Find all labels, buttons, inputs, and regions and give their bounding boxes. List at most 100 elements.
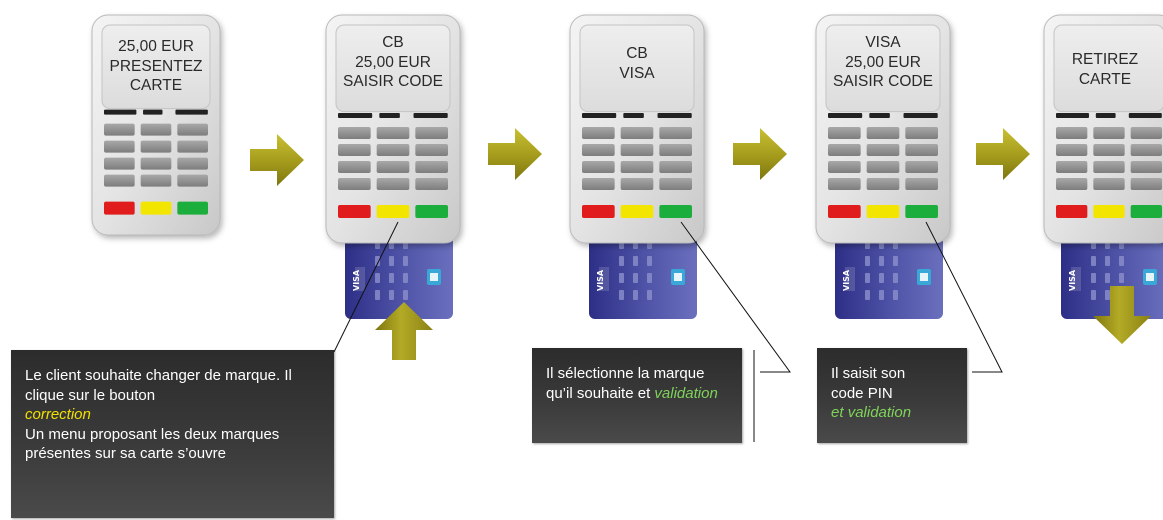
keypad-key bbox=[376, 161, 410, 174]
terminal-4 bbox=[815, 14, 951, 244]
card-digit bbox=[633, 290, 638, 300]
correction-button bbox=[866, 205, 900, 219]
keypad-key bbox=[828, 144, 861, 157]
card-digit bbox=[1091, 290, 1096, 300]
card-digit bbox=[633, 273, 638, 283]
screen-line: PRESENTEZ bbox=[109, 57, 203, 75]
card-digit bbox=[1091, 256, 1096, 266]
card-body bbox=[835, 229, 943, 319]
keypad-key bbox=[828, 161, 861, 174]
keypad-key bbox=[905, 144, 938, 157]
keypad-key bbox=[866, 144, 900, 157]
keypad-key bbox=[1093, 144, 1125, 157]
keypad-key bbox=[620, 144, 654, 157]
card-brand-band bbox=[599, 267, 609, 291]
callout-pin-entry: Il saisit son code PIN et validation bbox=[817, 348, 967, 443]
connector-select bbox=[680, 221, 791, 373]
card-chip-inner bbox=[1146, 273, 1154, 281]
keypad-key bbox=[828, 178, 861, 191]
keypad-key bbox=[905, 161, 938, 174]
keypad-key bbox=[1056, 144, 1088, 157]
keypad-key bbox=[1130, 144, 1162, 157]
screen-line: CARTE bbox=[129, 77, 183, 94]
card-digit bbox=[647, 256, 652, 266]
card-digit bbox=[403, 273, 408, 283]
keypad-key bbox=[582, 161, 615, 174]
keypad-key bbox=[177, 123, 208, 136]
flow-arrow-4 bbox=[976, 128, 1030, 180]
keypad-key bbox=[582, 178, 615, 191]
card-body bbox=[1061, 229, 1163, 319]
keypad-key bbox=[338, 178, 371, 191]
card-digit bbox=[389, 256, 394, 266]
keypad-key bbox=[1093, 161, 1125, 174]
correction-button bbox=[1093, 205, 1125, 219]
card-digit bbox=[879, 273, 884, 283]
connector-correction bbox=[333, 221, 399, 353]
card-brand-logo: VISA bbox=[352, 269, 361, 291]
callout-pin-highlight: validation bbox=[847, 404, 912, 421]
card-body bbox=[589, 229, 697, 319]
card-digit bbox=[1091, 273, 1096, 283]
card-digit bbox=[893, 256, 898, 266]
keypad-key bbox=[376, 127, 410, 140]
terminal-screen bbox=[825, 24, 941, 113]
card-digit bbox=[879, 256, 884, 266]
keypad-key bbox=[140, 140, 172, 153]
screen-line: VISA bbox=[865, 34, 901, 51]
screen-line: 25,00 EUR bbox=[845, 53, 921, 71]
card-brand-logo: VISA bbox=[596, 269, 605, 291]
callout-select-brand: Il sélectionne la marque qu’il souhaite … bbox=[532, 348, 742, 443]
card-digit bbox=[647, 290, 652, 300]
card-digit bbox=[375, 290, 380, 300]
terminal-3 bbox=[569, 14, 705, 244]
card-chip-inner bbox=[920, 273, 928, 281]
keypad-key bbox=[659, 178, 692, 191]
keypad-key bbox=[104, 174, 135, 187]
keypad-key bbox=[1130, 161, 1162, 174]
screen-line: VISA bbox=[619, 64, 655, 82]
keypad-key bbox=[338, 161, 371, 174]
keypad-key bbox=[415, 161, 448, 174]
keypad-key bbox=[376, 178, 410, 191]
card-chip-inner bbox=[674, 273, 682, 281]
keypad-key bbox=[415, 144, 448, 157]
keypad-key bbox=[338, 144, 371, 157]
insert-card-arrow bbox=[375, 302, 433, 360]
card-digit bbox=[389, 290, 394, 300]
function-key bbox=[104, 109, 137, 115]
screen-line: SAISIR CODE bbox=[833, 73, 933, 90]
correction-button bbox=[620, 205, 654, 219]
function-key bbox=[623, 113, 644, 119]
terminal-5 bbox=[1043, 14, 1163, 244]
terminal-3-screen-text: CB VISA bbox=[578, 44, 696, 83]
card-digit bbox=[1105, 290, 1110, 300]
keypad-key bbox=[905, 127, 938, 140]
keypad-key bbox=[582, 144, 615, 157]
keypad-key bbox=[415, 127, 448, 140]
keypad-key bbox=[659, 127, 692, 140]
validation-button bbox=[177, 201, 208, 215]
cancel-button bbox=[1056, 205, 1088, 219]
function-key bbox=[582, 113, 617, 119]
callout-pin-text: Il saisit son code PIN bbox=[831, 365, 906, 402]
connector-pin bbox=[925, 221, 1003, 373]
card-digit bbox=[879, 290, 884, 300]
card-digit bbox=[893, 290, 898, 300]
card-chip-inner bbox=[430, 273, 438, 281]
keypad-key bbox=[177, 157, 208, 170]
keypad-key bbox=[905, 178, 938, 191]
function-key bbox=[175, 109, 208, 115]
keypad-key bbox=[140, 174, 172, 187]
flow-arrow-2 bbox=[488, 128, 542, 180]
screen-line: CB bbox=[382, 34, 404, 51]
screen-line: CARTE bbox=[1078, 70, 1132, 88]
card-digit bbox=[375, 273, 380, 283]
callout-correction: Le client souhaite changer de marque. Il… bbox=[11, 350, 334, 518]
keypad-key bbox=[1130, 127, 1162, 140]
keypad-key bbox=[1056, 127, 1088, 140]
callout-pin-prefix: et bbox=[831, 404, 844, 421]
keypad-key bbox=[866, 127, 900, 140]
validation-button bbox=[1130, 205, 1162, 219]
keypad-key bbox=[1093, 127, 1125, 140]
